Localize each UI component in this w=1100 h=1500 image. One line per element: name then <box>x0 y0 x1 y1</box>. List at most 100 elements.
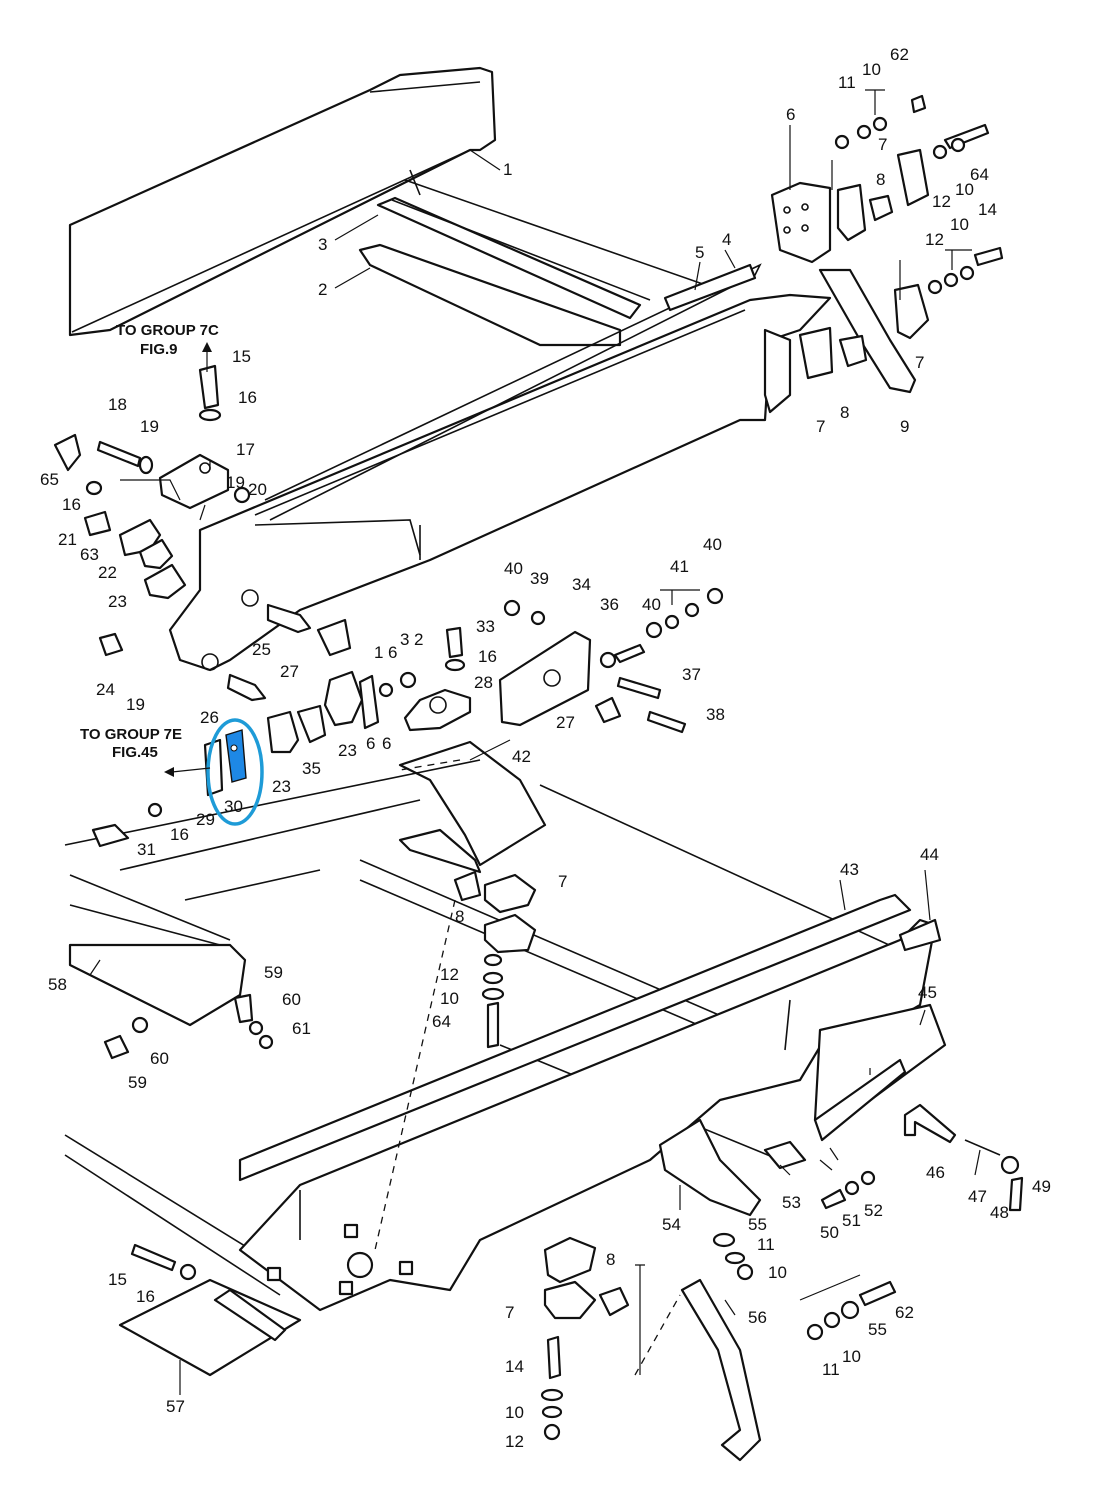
callout-labels: 1 3 2 4 5 6 11 10 62 7 8 12 10 64 12 10 … <box>40 45 1051 1451</box>
callout-15: 15 <box>232 347 251 366</box>
callout-11: 11 <box>838 73 856 92</box>
callout-10: 10 <box>950 215 969 234</box>
callout-30: 30 <box>224 797 243 816</box>
scraper-plates <box>358 196 651 347</box>
callout-64: 64 <box>432 1012 451 1031</box>
callout-2: 2 <box>414 630 423 649</box>
callout-33: 33 <box>476 617 495 636</box>
callout-24: 24 <box>96 680 115 699</box>
callout-47: 47 <box>968 1187 987 1206</box>
note-group-7c-line2: FIG.9 <box>140 341 178 358</box>
center-clamp-assembly <box>374 759 537 1251</box>
callout-6: 6 <box>382 734 391 753</box>
callout-18: 18 <box>108 395 127 414</box>
callout-57: 57 <box>166 1397 185 1416</box>
callout-22: 22 <box>98 563 117 582</box>
callout-64: 64 <box>970 165 989 184</box>
highlighted-part-30[interactable] <box>203 718 264 826</box>
center-bearing-assembly <box>266 618 472 754</box>
callout-11: 11 <box>822 1360 840 1379</box>
callout-38: 38 <box>706 705 725 724</box>
callout-61: 61 <box>292 1019 311 1038</box>
callout-12: 12 <box>440 965 459 984</box>
callout-20: 20 <box>248 480 267 499</box>
callout-7: 7 <box>816 417 825 436</box>
callout-40: 40 <box>642 595 661 614</box>
callout-60: 60 <box>282 990 301 1009</box>
callout-16: 16 <box>136 1287 155 1306</box>
callout-4: 4 <box>722 230 731 249</box>
callout-12: 12 <box>932 192 951 211</box>
callout-7: 7 <box>878 135 887 154</box>
callout-2: 2 <box>318 280 327 299</box>
callout-5: 5 <box>695 243 704 262</box>
callout-52: 52 <box>864 1201 883 1220</box>
callout-43: 43 <box>840 860 859 879</box>
callout-14: 14 <box>978 200 997 219</box>
callout-19: 19 <box>126 695 145 714</box>
callout-12: 12 <box>505 1432 524 1451</box>
callout-10: 10 <box>955 180 974 199</box>
callout-46: 46 <box>926 1163 945 1182</box>
callout-45: 45 <box>918 983 937 1002</box>
main-side-beam <box>168 263 832 672</box>
callout-16: 16 <box>238 388 257 407</box>
callout-17: 17 <box>236 440 255 459</box>
lower-left-parts <box>91 802 302 1377</box>
callout-62: 62 <box>890 45 909 64</box>
callout-59: 59 <box>264 963 283 982</box>
callout-11: 11 <box>757 1235 775 1254</box>
callout-44: 44 <box>920 845 939 864</box>
callout-7: 7 <box>915 353 924 372</box>
callout-29: 29 <box>196 810 215 829</box>
callout-54: 54 <box>662 1215 681 1234</box>
bottom-clamp-assembly <box>540 1236 630 1441</box>
callout-16: 16 <box>478 647 497 666</box>
callout-60: 60 <box>150 1049 169 1068</box>
callout-10: 10 <box>768 1263 787 1282</box>
note-group-7e-line1: TO GROUP 7E <box>80 726 182 743</box>
callout-14: 14 <box>505 1357 524 1376</box>
callout-58: 58 <box>48 975 67 994</box>
callout-10: 10 <box>505 1403 524 1422</box>
callout-1: 1 <box>374 643 383 662</box>
callout-19: 19 <box>226 473 245 492</box>
callout-8: 8 <box>455 907 464 926</box>
callout-19: 19 <box>140 417 159 436</box>
callout-10: 10 <box>440 989 459 1008</box>
callout-39: 39 <box>530 569 549 588</box>
callout-50: 50 <box>820 1223 839 1242</box>
highlight-ring <box>206 718 264 826</box>
callout-55: 55 <box>748 1215 767 1234</box>
callout-6: 6 <box>388 643 397 662</box>
callout-15: 15 <box>108 1270 127 1289</box>
callout-25: 25 <box>252 640 271 659</box>
callout-27: 27 <box>280 662 299 681</box>
callout-34: 34 <box>572 575 591 594</box>
callout-55: 55 <box>868 1320 887 1339</box>
callout-3: 3 <box>400 630 409 649</box>
callout-7: 7 <box>558 872 567 891</box>
callout-63: 63 <box>80 545 99 564</box>
callout-49: 49 <box>1032 1177 1051 1196</box>
upper-frame <box>68 66 721 337</box>
callout-10: 10 <box>842 1347 861 1366</box>
callout-51: 51 <box>842 1211 861 1230</box>
callout-35: 35 <box>302 759 321 778</box>
callout-leaders <box>89 89 981 1395</box>
right-bracket-assembly <box>763 94 1004 414</box>
note-group-7e-line2: FIG.45 <box>112 744 158 761</box>
callout-16: 16 <box>62 495 81 514</box>
callout-12: 12 <box>925 230 944 249</box>
group-notes: TO GROUP 7C FIG.9 TO GROUP 7E FIG.45 <box>80 322 219 761</box>
support-bracket <box>398 740 547 874</box>
callout-8: 8 <box>606 1250 615 1269</box>
callout-62: 62 <box>895 1303 914 1322</box>
callout-16: 16 <box>170 825 189 844</box>
callout-27: 27 <box>556 713 575 732</box>
callout-9: 9 <box>900 417 909 436</box>
callout-26: 26 <box>200 708 219 727</box>
callout-40: 40 <box>504 559 523 578</box>
callout-40: 40 <box>703 535 722 554</box>
